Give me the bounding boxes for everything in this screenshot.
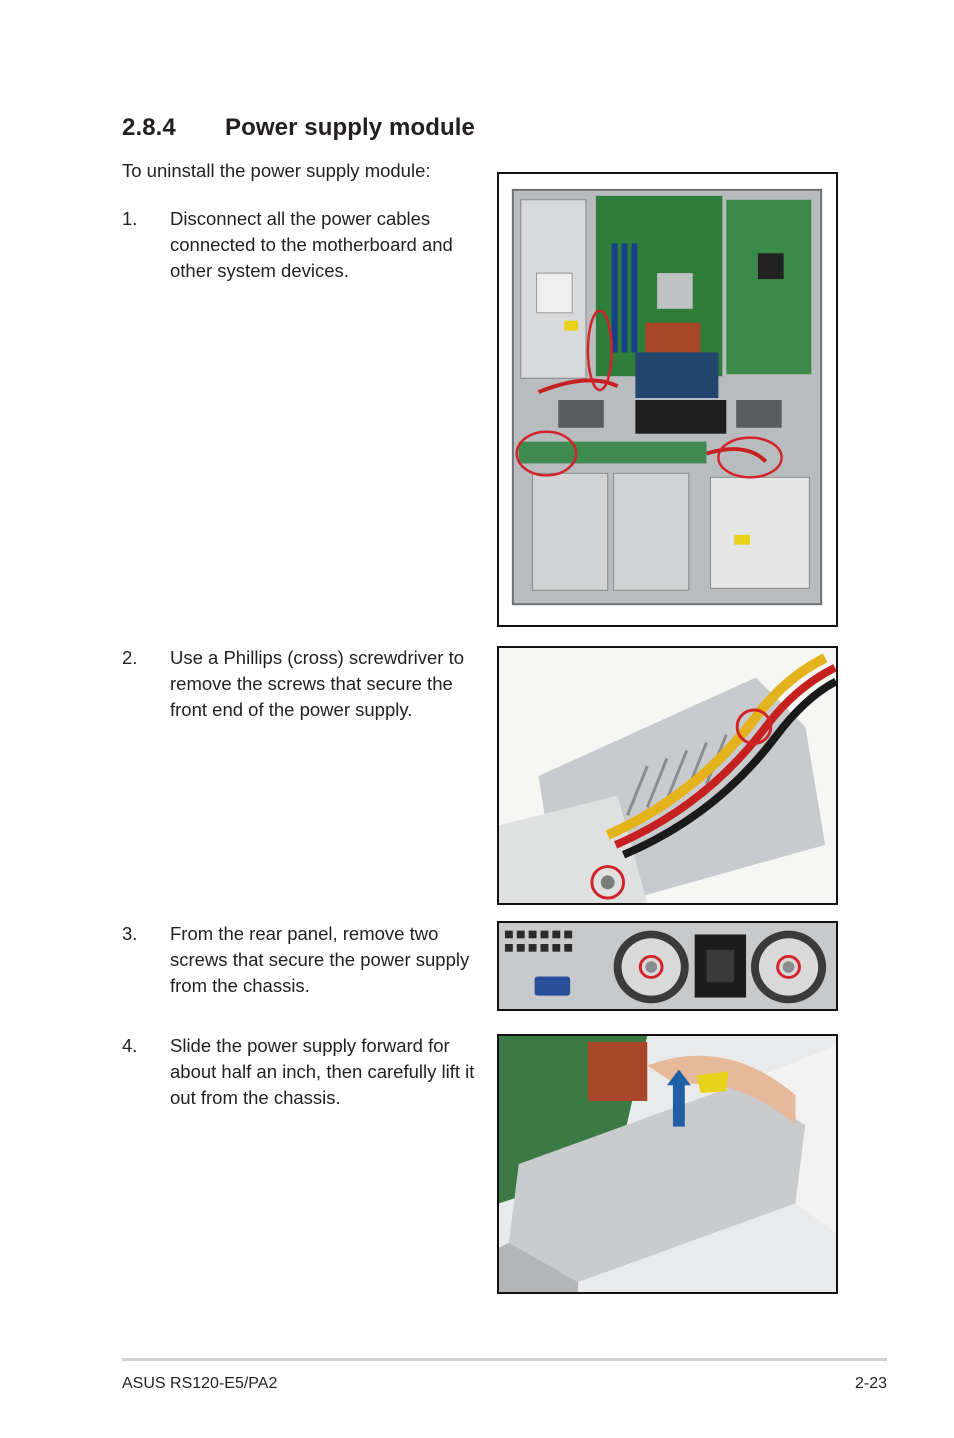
psu-lift-out-photo [497, 1034, 838, 1294]
rear-panel-photo [497, 921, 838, 1011]
step-number: 1. [122, 208, 138, 229]
intro-text: To uninstall the power supply module: [122, 160, 431, 181]
footer-product-name: ASUS RS120-E5/PA2 [122, 1375, 278, 1392]
step-number: 4. [122, 1035, 138, 1056]
footer-divider [122, 1358, 887, 1361]
step-text: Slide the power supply forward for about… [170, 1035, 475, 1108]
section-number: 2.8.4 [122, 114, 176, 141]
step-number: 3. [122, 923, 138, 944]
psu-front-screw-photo [497, 646, 838, 905]
step-text: Use a Phillips (cross) screwdriver to re… [170, 647, 465, 720]
step-number: 2. [122, 647, 138, 668]
footer-page-number: 2-23 [854, 1375, 887, 1392]
step-text: From the rear panel, remove two screws t… [170, 923, 470, 996]
step-text: Disconnect all the power cables connecte… [170, 208, 453, 281]
section-title: Power supply module [225, 114, 475, 141]
chassis-top-view-photo [497, 172, 838, 627]
